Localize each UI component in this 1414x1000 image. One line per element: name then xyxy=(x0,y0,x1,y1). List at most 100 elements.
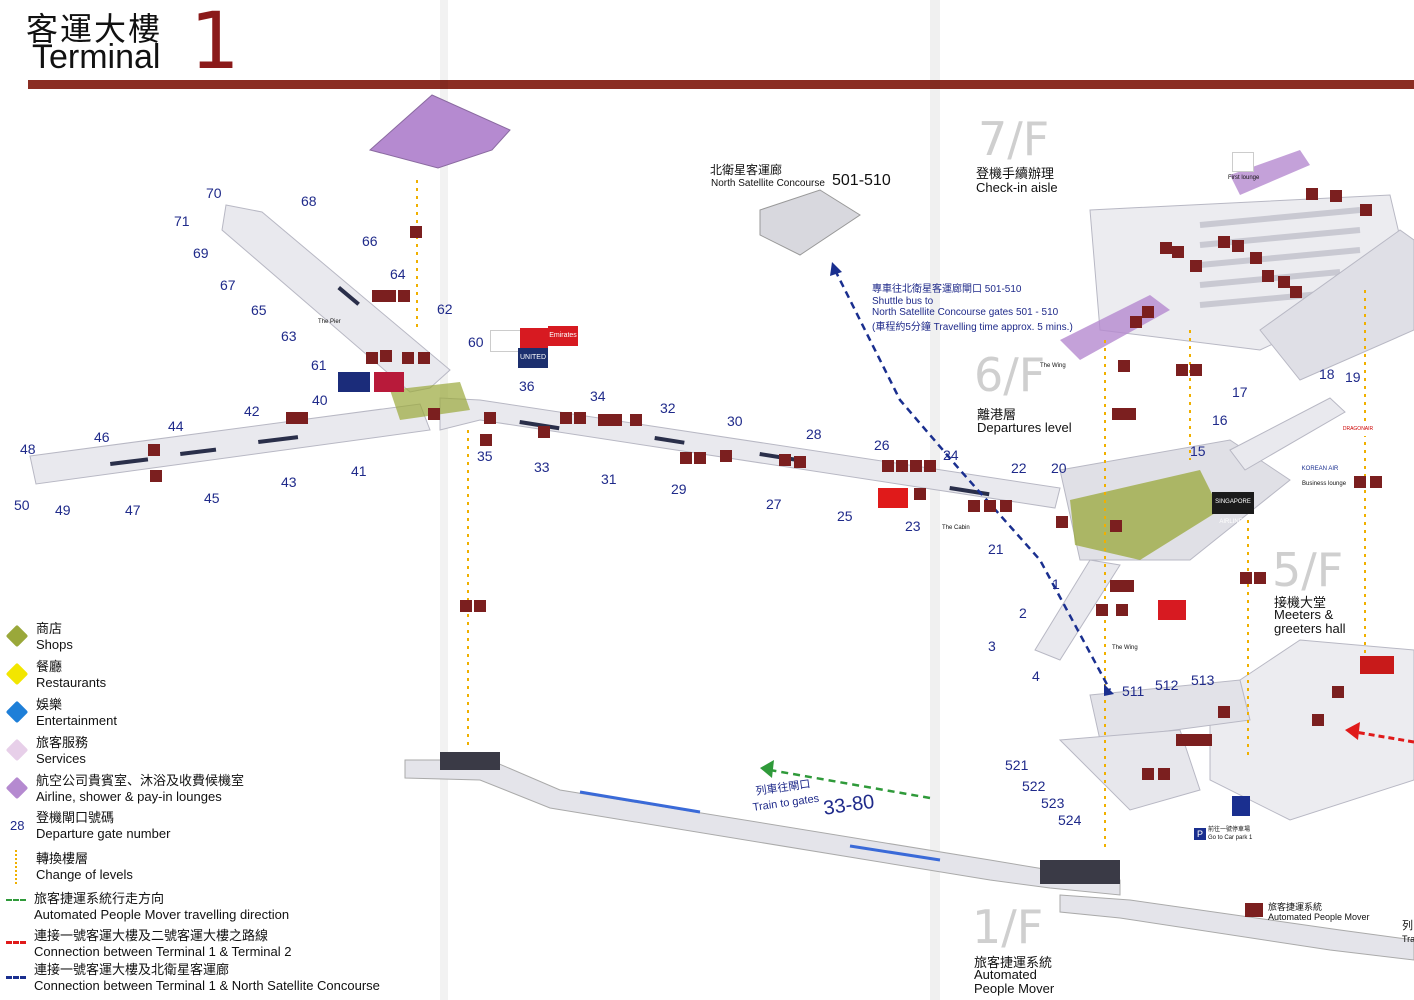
lounge-logo xyxy=(338,372,370,392)
apm-tunnel xyxy=(404,759,1121,896)
t2-connection-arrow xyxy=(1345,722,1360,740)
gate-number: 15 xyxy=(1190,443,1206,459)
lounge-the-cabin-label: The Cabin xyxy=(942,525,970,531)
gate-number: 28 xyxy=(806,426,822,442)
gate-number: 50 xyxy=(14,497,30,513)
facility-icon xyxy=(910,460,922,472)
facility-icon xyxy=(1172,246,1184,258)
business-lounge-label: Business lounge xyxy=(1302,481,1347,487)
pier-east xyxy=(439,397,1061,509)
level-change-swatch xyxy=(15,850,19,884)
airline-logo-united: UNITED xyxy=(518,348,548,368)
gate-number: 523 xyxy=(1041,795,1065,811)
facility-icon xyxy=(1142,306,1154,318)
apm-icon-label-zh: 旅客捷運系統 xyxy=(1268,902,1323,912)
gate-number: 16 xyxy=(1212,412,1228,428)
gate-number: 61 xyxy=(311,357,327,373)
level-change-lines xyxy=(416,180,1366,850)
remote-stand-south xyxy=(1058,729,1201,811)
facility-icon xyxy=(680,452,692,464)
facility-icon xyxy=(1158,768,1170,780)
facility-icon xyxy=(1290,286,1302,298)
airline-logo-korean: KOREAN AIR xyxy=(1300,462,1340,476)
facility-icon xyxy=(968,500,980,512)
facility-icon xyxy=(428,408,440,420)
shuttle-label-en-2: North Satellite Concourse gates 501 - 51… xyxy=(872,307,1059,318)
facility-icon xyxy=(1360,204,1372,216)
title-chinese: 客運大樓 xyxy=(26,11,163,47)
facility-icon xyxy=(286,412,298,424)
gate-number: 63 xyxy=(281,328,297,344)
apm-icon-label-en: Automated People Mover xyxy=(1268,912,1370,922)
nsc-gates: 501-510 xyxy=(832,172,891,189)
facility-icon xyxy=(296,412,308,424)
shuttle-time: (車程約5分鐘 Travelling time approx. 5 mins.) xyxy=(872,322,1073,333)
gate-number: 64 xyxy=(390,266,406,282)
facility-icon xyxy=(1306,188,1318,200)
airline-logo xyxy=(1232,152,1254,172)
gate-number: 521 xyxy=(1005,757,1029,773)
facility-icon xyxy=(538,426,550,438)
floor-6-number: 6/F xyxy=(974,348,1046,402)
gate-number: 512 xyxy=(1155,677,1179,693)
apm-track xyxy=(579,790,701,814)
floor-5-number: 5/F xyxy=(1272,543,1344,597)
facility-icon xyxy=(1240,572,1252,584)
gate-number: 42 xyxy=(244,403,260,419)
facility-icon xyxy=(1124,408,1136,420)
nsc-label-zh: 北衛星客運廊 xyxy=(710,163,783,177)
facility-icon xyxy=(630,414,642,426)
apm-tunnel-east xyxy=(1059,894,1414,961)
airline-logo-dragonair: DRAGONAIR xyxy=(1342,422,1374,436)
gate-number: 31 xyxy=(601,471,617,487)
gate-number: 45 xyxy=(204,490,220,506)
first-lounge-block xyxy=(1230,150,1310,195)
lounge-logo xyxy=(374,372,404,392)
airline-logo xyxy=(520,328,548,348)
page-fold xyxy=(930,0,940,1000)
gate-number: 4 xyxy=(1032,668,1040,684)
airline-logo-singapore: SINGAPORE AIRLINES xyxy=(1212,492,1254,525)
facility-icon xyxy=(484,412,496,424)
gate-number: 26 xyxy=(874,437,890,453)
facility-icon xyxy=(1122,580,1134,592)
facility-icon xyxy=(1176,734,1188,746)
terminal-number: 1 xyxy=(190,0,240,87)
car-park-icon: P xyxy=(1194,828,1206,840)
facility-icon xyxy=(1354,476,1366,488)
facility-icon xyxy=(1118,360,1130,372)
facility-icon xyxy=(1218,706,1230,718)
gate-number: 46 xyxy=(94,429,110,445)
facility-icon xyxy=(418,352,430,364)
gate-number: 41 xyxy=(351,463,367,479)
apm-icon xyxy=(1245,903,1263,917)
t2-connection-swatch xyxy=(6,941,26,944)
gate-number: 32 xyxy=(660,400,676,416)
gate-number: 66 xyxy=(362,233,378,249)
apm-station-east xyxy=(1040,860,1120,884)
gate-number: 71 xyxy=(174,213,190,229)
nsc-label-en: North Satellite Concourse xyxy=(711,178,825,189)
facility-icon xyxy=(1112,408,1124,420)
facility-icon xyxy=(460,600,472,612)
facility-icon xyxy=(560,412,572,424)
gate-number: 522 xyxy=(1022,778,1046,794)
gate-number: 511 xyxy=(1122,683,1145,699)
gate-number: 36 xyxy=(519,378,535,394)
facility-icon xyxy=(1096,604,1108,616)
facility-icon xyxy=(924,460,936,472)
first-lounge-label: First lounge xyxy=(1228,175,1260,181)
facility-icon xyxy=(882,460,894,472)
gate-number: 69 xyxy=(193,245,209,261)
shuttle-label-en-1: Shuttle bus to xyxy=(872,296,934,307)
gate-number: 49 xyxy=(55,502,71,518)
facility-icon xyxy=(1200,734,1212,746)
gate-number: 48 xyxy=(20,441,36,457)
remote-stand-building xyxy=(1089,679,1251,741)
